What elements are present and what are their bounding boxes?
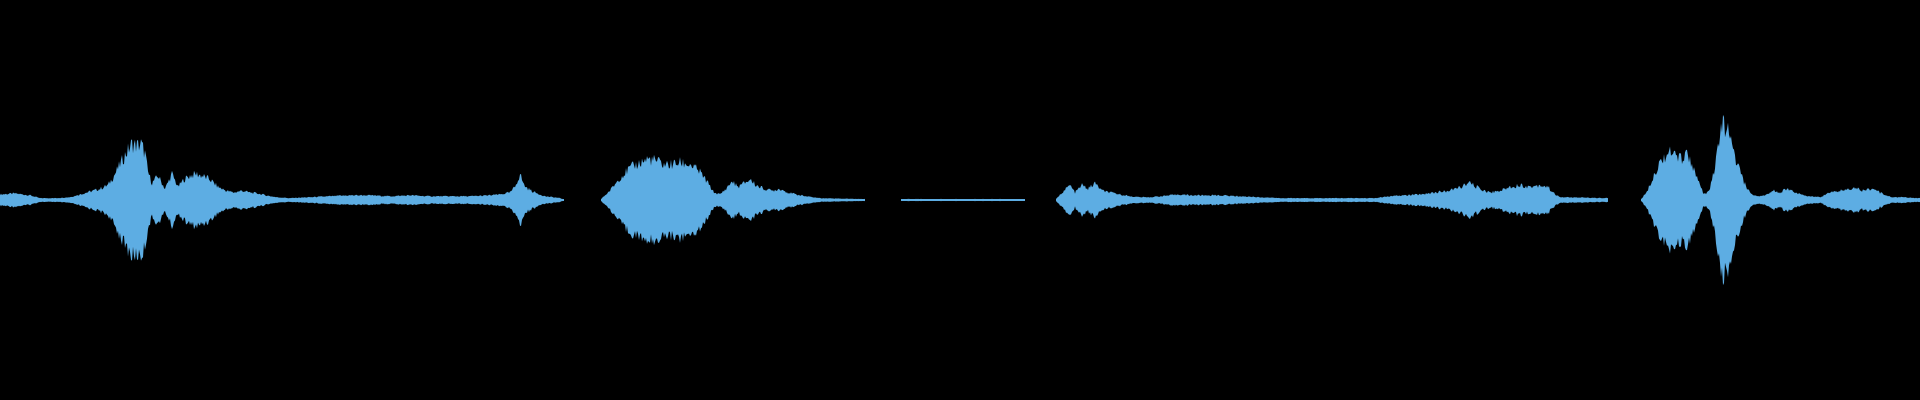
waveform-segment: [901, 198, 1025, 202]
waveform-segments: [0, 114, 1920, 286]
waveform-segment: [1056, 181, 1608, 219]
waveform-segment: [1641, 114, 1920, 286]
waveform-segment: [601, 154, 865, 246]
waveform-segment: [0, 139, 564, 261]
